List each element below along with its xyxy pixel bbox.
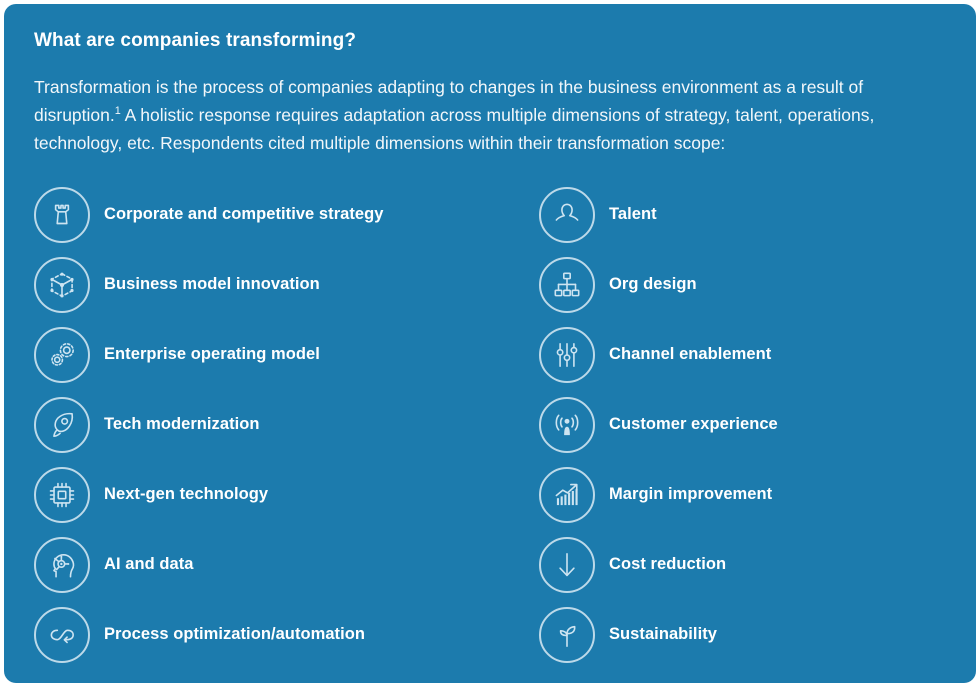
dimension-label: Customer experience	[609, 414, 778, 433]
dimension-label: AI and data	[104, 554, 194, 573]
cpu-chip-icon	[34, 466, 90, 523]
dashed-cube-network-icon	[34, 256, 90, 313]
dimension-item-talent: Talent	[539, 186, 946, 243]
dimension-item-process-optimization-automation: Process optimization/automation	[34, 606, 539, 663]
sliders-icon	[539, 326, 595, 383]
dimension-item-org-design: Org design	[539, 256, 946, 313]
intro-text-part1: Transformation is the process of compani…	[34, 76, 864, 126]
dimension-label: Cost reduction	[609, 554, 727, 573]
dimension-label: Margin improvement	[609, 484, 773, 503]
dimension-item-ai-and-data: AI and data	[34, 536, 539, 593]
dimension-label: Business model innovation	[104, 274, 320, 293]
dimension-item-tech-modernization: Tech modernization	[34, 396, 539, 453]
dimensions-grid: Corporate and competitive strategy Talen…	[34, 180, 946, 670]
dimension-item-customer-experience: Customer experience	[539, 396, 946, 453]
page-title: What are companies transforming?	[34, 30, 357, 51]
dimension-item-corporate-and-competitive-strategy: Corporate and competitive strategy	[34, 186, 539, 243]
sprout-icon	[539, 606, 595, 663]
dimension-item-cost-reduction: Cost reduction	[539, 536, 946, 593]
chess-rook-icon	[34, 186, 90, 243]
rocket-icon	[34, 396, 90, 453]
dimension-item-channel-enablement: Channel enablement	[539, 326, 946, 383]
transformation-panel: What are companies transforming? Transfo…	[4, 4, 976, 683]
intro-paragraph: Transformation is the process of compani…	[34, 73, 919, 158]
dimension-label: Org design	[609, 274, 697, 293]
dimension-item-enterprise-operating-model: Enterprise operating model	[34, 326, 539, 383]
gears-icon	[34, 326, 90, 383]
down-arrow-icon	[539, 536, 595, 593]
dimension-label: Corporate and competitive strategy	[104, 204, 384, 223]
dimension-label: Sustainability	[609, 624, 717, 643]
broadcast-person-icon	[539, 396, 595, 453]
dimension-item-next-gen-technology: Next-gen technology	[34, 466, 539, 523]
dimension-label: Process optimization/automation	[104, 624, 365, 643]
dimension-label: Next-gen technology	[104, 484, 269, 503]
dimension-label: Talent	[609, 204, 657, 223]
footnote-marker: 1	[114, 105, 121, 118]
dimension-item-sustainability: Sustainability	[539, 606, 946, 663]
person-icon	[539, 186, 595, 243]
bar-chart-up-arrow-icon	[539, 466, 595, 523]
dimension-item-margin-improvement: Margin improvement	[539, 466, 946, 523]
dimension-item-business-model-innovation: Business model innovation	[34, 256, 539, 313]
org-chart-icon	[539, 256, 595, 313]
dimension-label: Enterprise operating model	[104, 344, 320, 363]
dimension-label: Channel enablement	[609, 344, 772, 363]
intro-text-part2: A holistic response requires adaptation …	[34, 105, 875, 154]
loop-cycle-icon	[34, 606, 90, 663]
ai-brain-head-icon	[34, 536, 90, 593]
dimension-label: Tech modernization	[104, 414, 260, 433]
